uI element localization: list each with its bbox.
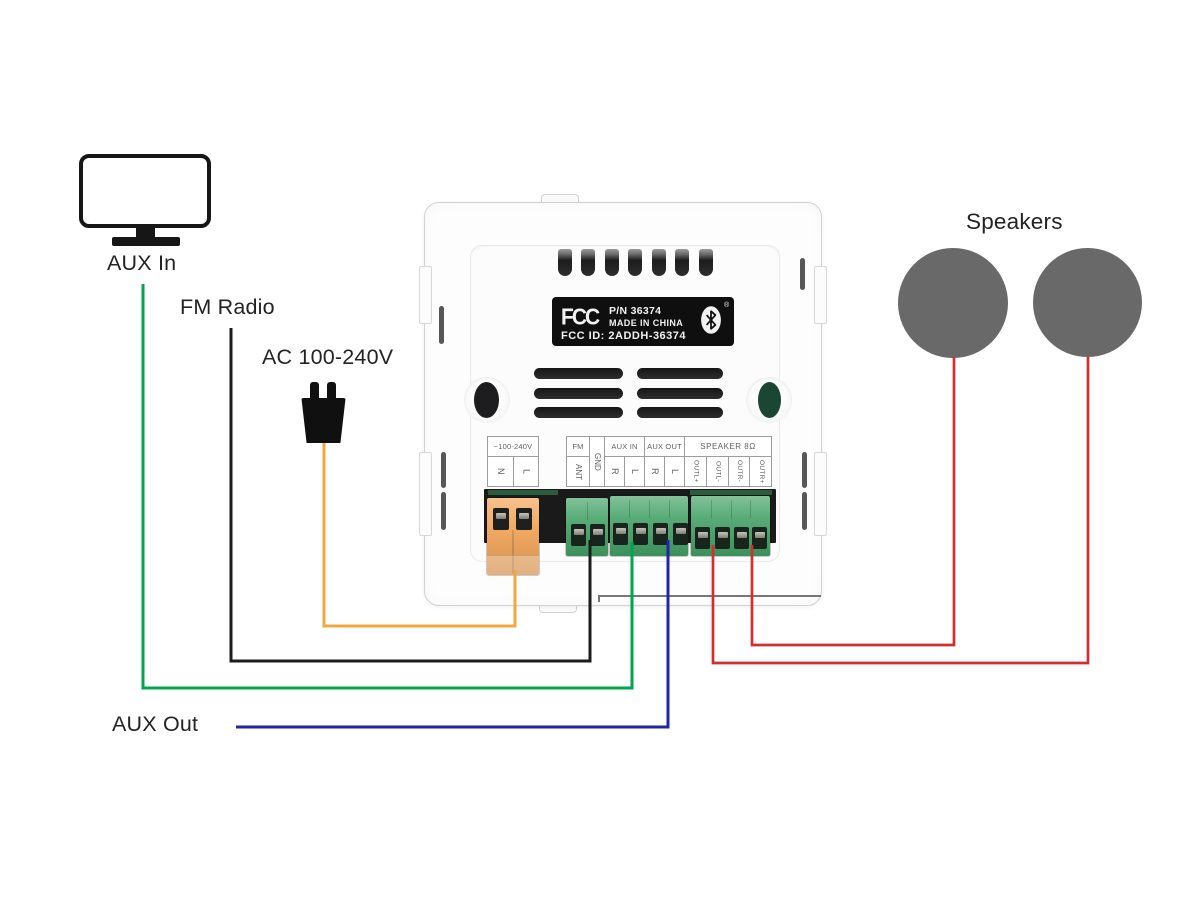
pin-label-outr-plus: OUTR+ (749, 457, 771, 486)
pin-label-auxin-r: R (610, 468, 620, 475)
vent-slot (605, 249, 619, 276)
power-terminal-labels: ~100-240V N L (487, 436, 539, 487)
vent-slot (699, 249, 713, 276)
aux-out-group-label: AUX OUT (645, 437, 684, 457)
aux-in-label: AUX In (107, 251, 177, 275)
terminal-screw (571, 524, 586, 546)
terminal-screw (516, 508, 532, 530)
pin-label-l: L (512, 457, 539, 486)
clip-slot (802, 452, 807, 488)
clip-slot (802, 492, 807, 530)
terminal-screw (493, 508, 509, 530)
part-number: P/N 36374 (609, 305, 662, 317)
clip-slot (441, 492, 446, 530)
pin-label-outr-minus: OUTR- (727, 457, 750, 486)
origin-text: MADE IN CHINA (609, 318, 684, 328)
tv-icon (79, 154, 211, 228)
speaker-terminal-block (691, 496, 770, 556)
terminal-screw (734, 527, 749, 549)
aux-terminal-block (610, 496, 688, 556)
power-terminal-block (487, 498, 539, 575)
terminal-screw (653, 523, 668, 545)
plug-icon (301, 398, 346, 443)
registered-mark: ® (724, 302, 730, 309)
fm-radio-label: FM Radio (180, 295, 275, 319)
power-group-label: ~100-240V (488, 437, 538, 457)
screw-hole-right (758, 382, 781, 418)
mount-notch (814, 266, 827, 324)
vent-slot (637, 407, 723, 418)
pin-label-auxin-l: L (624, 457, 644, 486)
fcc-product-label: FCC P/N 36374 MADE IN CHINA FCC ID: 2ADD… (552, 297, 734, 346)
plug-icon (310, 382, 319, 400)
aux-in-group-label: AUX IN (605, 437, 644, 457)
fcc-id-text: FCC ID: 2ADDH-36374 (561, 330, 687, 342)
fcc-logo: FCC (561, 305, 600, 330)
screw-hole-left (474, 382, 499, 418)
clip-slot (800, 258, 805, 290)
speaker-group-label: SPEAKER 8Ω (685, 437, 771, 457)
mount-notch (419, 452, 432, 536)
pin-label-ant: ANT (574, 463, 583, 480)
speaker-left (898, 248, 1008, 358)
mount-notch (814, 452, 827, 536)
pin-label-outl-minus: OUTL- (705, 457, 728, 486)
vent-slot (652, 249, 666, 276)
tv-stand-neck (136, 226, 155, 239)
vent-slot (637, 388, 723, 399)
clip-slot (439, 306, 444, 344)
terminal-screw (613, 523, 628, 545)
plate-bottom-edge (600, 595, 821, 597)
terminal-screw (715, 527, 730, 549)
fm-group-label: FM (567, 437, 589, 457)
pin-label-gnd: GND (593, 452, 602, 471)
vent-slot (581, 249, 595, 276)
io-terminal-labels: FM ANT GND AUX IN R L AUX OUT R L SPEAKE… (566, 436, 772, 487)
terminal-screw (590, 524, 605, 546)
pin-label-auxout-l: L (664, 457, 684, 486)
vent-slot (534, 407, 623, 418)
plug-icon (327, 382, 336, 400)
aux-out-label: AUX Out (112, 712, 199, 736)
plate-bottom-edge (598, 595, 600, 602)
pcb-edge (690, 490, 772, 495)
mount-notch (419, 266, 432, 324)
clip-slot (441, 452, 446, 488)
terminal-screw (752, 527, 767, 549)
terminal-screw (695, 527, 710, 549)
ac-power-label: AC 100-240V (262, 345, 394, 369)
pcb-edge (488, 490, 558, 495)
terminal-screw (633, 523, 648, 545)
vent-slot (534, 368, 623, 379)
fm-terminal-block (566, 498, 608, 556)
speakers-label: Speakers (966, 209, 1063, 234)
vent-slot (637, 368, 723, 379)
pin-label-outl-plus: OUTL+ (692, 460, 700, 483)
bluetooth-icon (701, 306, 721, 334)
terminal-screw (673, 523, 688, 545)
tv-stand-base (112, 237, 180, 246)
vent-slot (675, 249, 689, 276)
vent-slot (628, 249, 642, 276)
pin-label-n: N (495, 468, 506, 475)
vent-slot (534, 388, 623, 399)
pin-label-auxout-r: R (650, 468, 660, 475)
vent-slot (558, 249, 572, 276)
speaker-right (1033, 248, 1142, 357)
